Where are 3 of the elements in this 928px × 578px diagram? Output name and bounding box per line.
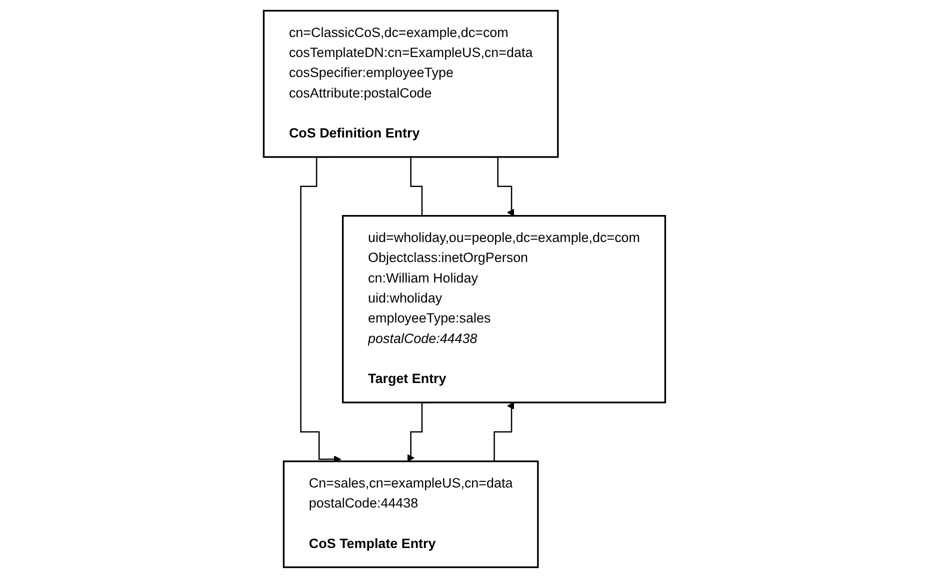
- node-box: Cn=sales,cn=exampleUS,cn=data postalCode:44438 CoS Template Entry: [282, 460, 538, 568]
- node-box: cn=ClassicCoS,dc=example,dc=com cosTemplateDN:cn=ExampleUS,cn=data cosSpecifier:employeeType cosAttribute:postalCode CoS Definition Entry: [262, 10, 558, 158]
- node-box: uid=wholiday,ou=people,dc=example,dc=com Objectclass:inetOrgPerson cn:William Holiday uid:wholiday employeeType:sales postalCode:44438 Target Entry: [342, 215, 666, 404]
